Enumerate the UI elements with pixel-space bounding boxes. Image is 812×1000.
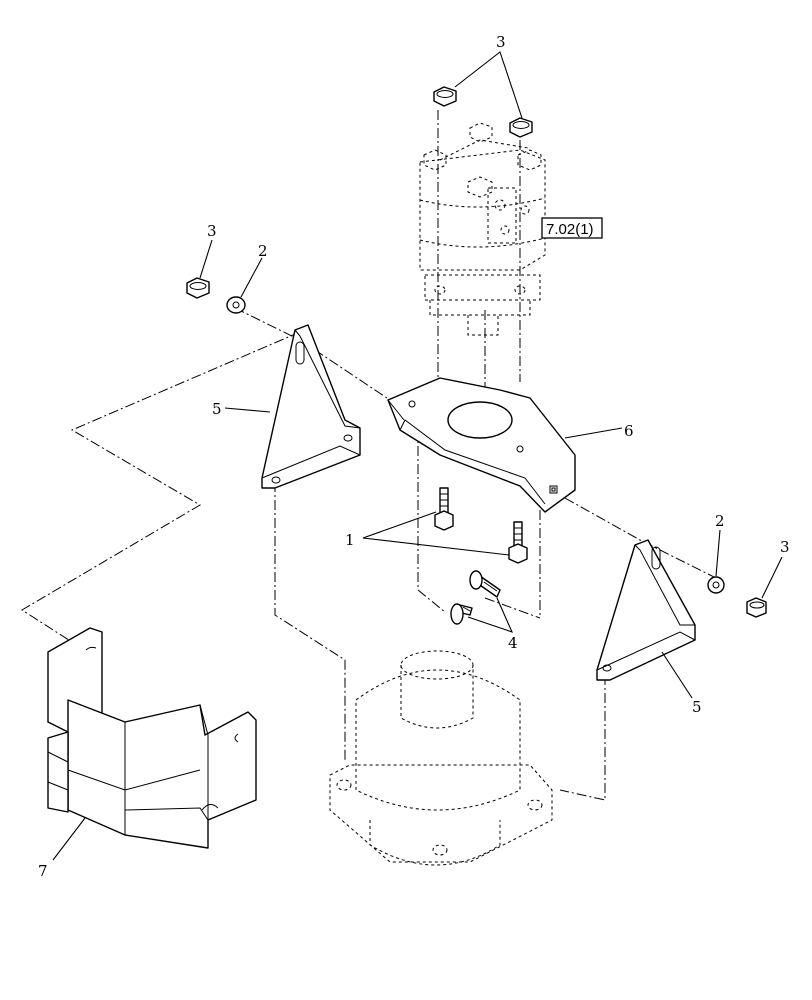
pin-4-upper [469, 570, 501, 598]
leader-3-right [761, 556, 783, 599]
nut-right [746, 597, 767, 618]
callout-3-right: 3 [780, 538, 790, 556]
bolt-1-left [434, 487, 454, 531]
bracket-left [261, 324, 361, 489]
nut-left [186, 277, 210, 299]
bracket-right [596, 539, 696, 681]
pump-hidden [419, 139, 546, 336]
nut-top-left [433, 86, 457, 107]
callout-2-left: 2 [258, 242, 268, 260]
leader-4 [467, 597, 514, 633]
leader-5-left [224, 407, 271, 413]
mount-plate [387, 377, 576, 513]
leader-7 [52, 817, 86, 861]
assembly-centerlines [21, 110, 721, 801]
callout-1: 1 [345, 531, 355, 549]
nut-top-right [509, 117, 533, 138]
washer-left [226, 296, 246, 314]
leader-3-left [199, 239, 213, 279]
callout-5-right: 5 [692, 698, 702, 716]
leader-6 [564, 427, 623, 439]
callout-7: 7 [38, 862, 48, 880]
washer-right [707, 576, 725, 594]
callout-2-right: 2 [715, 512, 725, 530]
leader-2-right [715, 529, 721, 577]
callout-3-left: 3 [207, 222, 217, 240]
bolt-1-right [508, 521, 528, 564]
shield [47, 627, 257, 849]
leader-1 [362, 511, 510, 556]
pump-bolt-heads [423, 122, 542, 198]
pin-4-lower [450, 603, 473, 625]
reference-box: 7.02(1) [541, 217, 603, 239]
callout-6: 6 [624, 422, 634, 440]
callout-5-left: 5 [212, 400, 222, 418]
callout-4: 4 [508, 634, 518, 652]
callout-3-top: 3 [496, 33, 506, 51]
leader-2-left [240, 257, 263, 298]
motor-hidden [329, 650, 553, 866]
leader-5-right [661, 651, 693, 699]
leader-3-top [454, 51, 523, 119]
reference-label: 7.02(1) [546, 221, 594, 238]
